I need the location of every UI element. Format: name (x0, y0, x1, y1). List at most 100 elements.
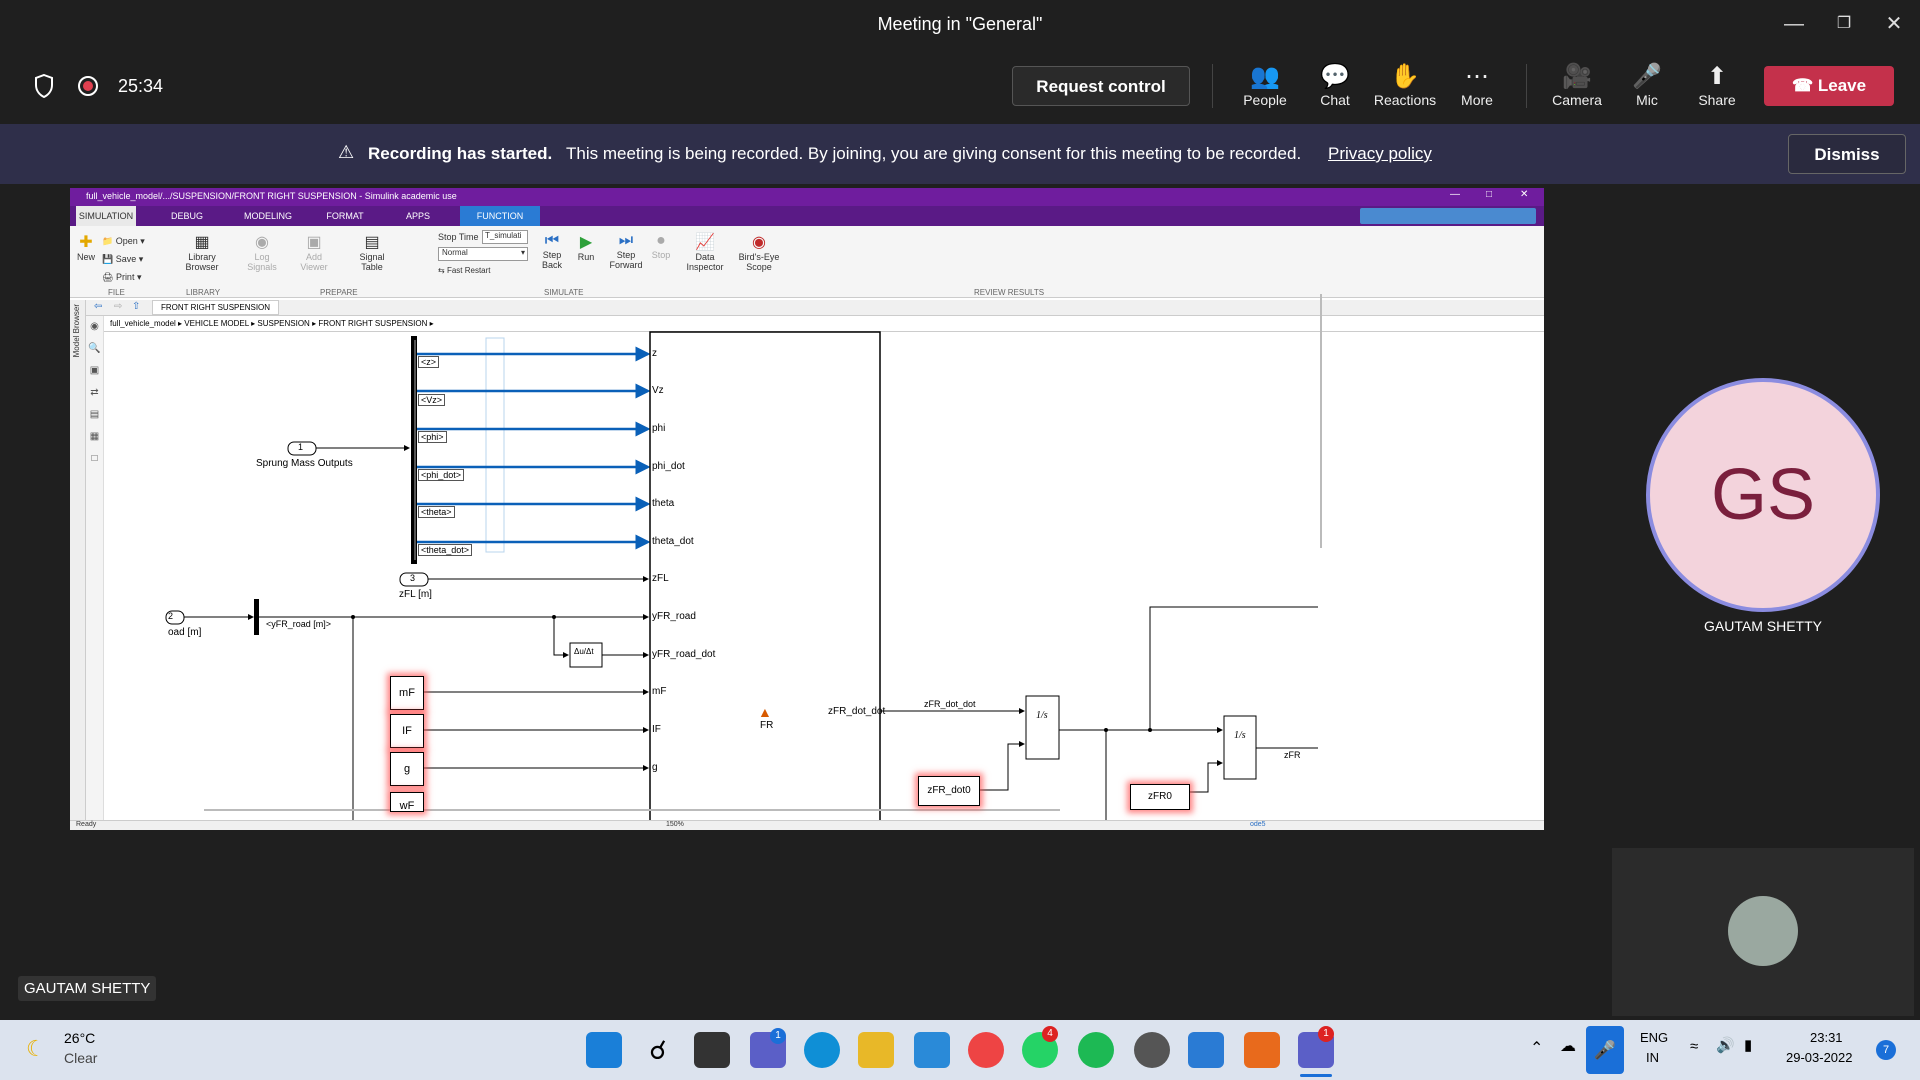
breadcrumb-front-right-suspension[interactable]: FRONT RIGHT SUSPENSION (318, 319, 428, 328)
more-button[interactable]: ⋯ More (1442, 62, 1512, 108)
close-button[interactable]: ✕ (1885, 13, 1903, 35)
people-button[interactable]: 👥 People (1230, 62, 1300, 108)
start-icon[interactable] (586, 1032, 622, 1068)
step-forward-button[interactable]: ⏭ Step Forward (606, 232, 646, 270)
constant-block-wf[interactable]: wF (390, 792, 424, 812)
tab-simulation[interactable]: SIMULATION (76, 206, 136, 226)
constant-block-if[interactable]: IF (390, 714, 424, 748)
area-icon[interactable]: □ (91, 453, 98, 464)
recording-icon (78, 76, 98, 96)
input-port-label: theta (652, 498, 675, 509)
tab-function[interactable]: FUNCTION (460, 206, 540, 226)
up-icon[interactable]: ⇧ (132, 301, 141, 312)
hide-browser-icon[interactable]: ◉ (90, 321, 99, 332)
simulink-minimize-button[interactable]: — (1450, 189, 1460, 200)
weather-temp[interactable]: 26°C (64, 1030, 96, 1046)
battery-icon[interactable]: ▮ (1744, 1037, 1753, 1054)
image-icon[interactable]: ▦ (89, 431, 100, 442)
add-viewer-button[interactable]: ▣ Add Viewer (292, 232, 336, 272)
clock-time[interactable]: 23:31 (1810, 1030, 1843, 1045)
run-button[interactable]: ▶ Run (570, 232, 602, 262)
tab-format[interactable]: FORMAT (326, 211, 364, 221)
chevron-up-icon[interactable]: ⌃ (1530, 1040, 1544, 1057)
weather-desc[interactable]: Clear (64, 1050, 98, 1066)
file-explorer-icon[interactable] (858, 1032, 894, 1068)
open-item[interactable]: 📁 Open ▾ (102, 236, 145, 246)
breadcrumb-root[interactable]: full_vehicle_model (110, 319, 176, 328)
tab-debug[interactable]: DEBUG (170, 211, 203, 221)
notification-center-badge[interactable]: 7 (1876, 1040, 1896, 1060)
onedrive-icon[interactable]: ☁ (1560, 1038, 1576, 1055)
constant-block-g[interactable]: g (390, 752, 424, 786)
quick-access-toolbar[interactable] (1360, 208, 1536, 224)
simulink-close-button[interactable]: ✕ (1520, 189, 1529, 200)
model-browser-strip[interactable]: Model Browser (70, 300, 86, 830)
privacy-policy-link[interactable]: Privacy policy (1328, 144, 1432, 163)
model-tab[interactable]: FRONT RIGHT SUSPENSION (152, 300, 280, 315)
solver-label[interactable]: ode5 (1250, 821, 1266, 828)
edge-icon[interactable] (804, 1032, 840, 1068)
zoom-icon[interactable]: 🔍 (88, 343, 101, 354)
bus-signal-label: <theta_dot> (418, 544, 473, 556)
leave-button[interactable]: ☎ Leave (1764, 66, 1894, 106)
signal-table-button[interactable]: ▤ Signal Table (350, 232, 394, 272)
annotation-icon[interactable]: ▤ (89, 409, 100, 420)
step-forward-label: Step Forward (609, 250, 643, 270)
initial-condition-block-2[interactable]: zFR0 (1130, 784, 1190, 810)
initial-condition-block-1[interactable]: zFR_dot0 (918, 776, 980, 806)
signal-table-label: Signal Table (359, 252, 385, 272)
tab-apps[interactable]: APPS (405, 211, 430, 221)
search-icon[interactable]: ☌ (649, 1035, 667, 1065)
language-code[interactable]: ENG (1640, 1030, 1669, 1045)
fast-restart-toggle[interactable]: ⇆ Fast Restart (438, 266, 491, 275)
back-icon[interactable]: ⇦ (94, 301, 103, 312)
save-item[interactable]: 💾 Save ▾ (102, 254, 144, 264)
input-port-label: mF (652, 686, 667, 697)
chrome-icon[interactable] (968, 1032, 1004, 1068)
desktop-icon[interactable] (914, 1032, 950, 1068)
clock-date[interactable]: 29-03-2022 (1786, 1050, 1853, 1065)
spotify-icon[interactable] (1078, 1032, 1114, 1068)
share-button[interactable]: ⬆ Share (1682, 62, 1752, 108)
chrome-profile-icon[interactable] (1134, 1032, 1170, 1068)
task-view-icon[interactable] (694, 1032, 730, 1068)
print-item[interactable]: 🖨 Print ▾ (102, 272, 142, 282)
vscode-icon[interactable] (1188, 1032, 1224, 1068)
matlab-icon[interactable] (1244, 1032, 1280, 1068)
fit-icon[interactable]: ▣ (89, 365, 100, 376)
forward-icon[interactable]: ⇨ (114, 301, 123, 312)
breadcrumb-suspension[interactable]: SUSPENSION (257, 319, 310, 328)
log-signals-button[interactable]: ◉ Log Signals (240, 232, 284, 272)
data-inspector-button[interactable]: 📈 Data Inspector (684, 232, 726, 272)
wifi-icon[interactable]: ≈ (1690, 1038, 1699, 1055)
simulink-restore-button[interactable]: □ (1486, 189, 1493, 200)
constant-block-mf[interactable]: mF (390, 676, 424, 710)
mic-button[interactable]: 🎤 Mic (1612, 62, 1682, 108)
camera-button[interactable]: 🎥 Camera (1542, 62, 1612, 108)
breadcrumb-vehicle-model[interactable]: VEHICLE MODEL (184, 319, 249, 328)
stop-time-field[interactable]: T_simulati (482, 230, 528, 244)
integrator-2[interactable]: 1/s (1234, 730, 1246, 741)
volume-icon[interactable]: 🔊 (1716, 1037, 1735, 1054)
stop-time-label: Stop Time (438, 232, 479, 242)
step-back-button[interactable]: ⏮ Step Back (532, 232, 572, 270)
restore-button[interactable]: ❐ (1836, 15, 1852, 32)
mic-tray-icon[interactable]: 🎤 (1586, 1026, 1624, 1074)
request-control-button[interactable]: Request control (1012, 66, 1190, 106)
reactions-button[interactable]: ✋ Reactions (1370, 62, 1440, 108)
simulation-mode-select[interactable]: Normal ▾ (438, 247, 528, 261)
library-browser-button[interactable]: ▦ Library Browser (180, 232, 224, 272)
integrator-1[interactable]: 1/s (1036, 710, 1048, 721)
participant-avatar[interactable]: GS (1646, 378, 1880, 612)
minimize-button[interactable]: — (1784, 13, 1804, 35)
stop-button[interactable]: ● Stop (648, 232, 674, 260)
tab-modeling[interactable]: MODELING (243, 211, 292, 221)
derivative-block[interactable]: Δu/Δt (574, 647, 594, 656)
chat-button[interactable]: 💬 Chat (1300, 62, 1370, 108)
birds-eye-scope-button[interactable]: ◉ Bird's-Eye Scope (734, 232, 784, 272)
region-code[interactable]: IN (1646, 1050, 1659, 1065)
dismiss-button[interactable]: Dismiss (1788, 134, 1906, 174)
new-button[interactable]: ✚ New (74, 232, 98, 262)
self-video-tile[interactable] (1612, 848, 1914, 1016)
arrow-icon[interactable]: ⇄ (90, 387, 99, 398)
